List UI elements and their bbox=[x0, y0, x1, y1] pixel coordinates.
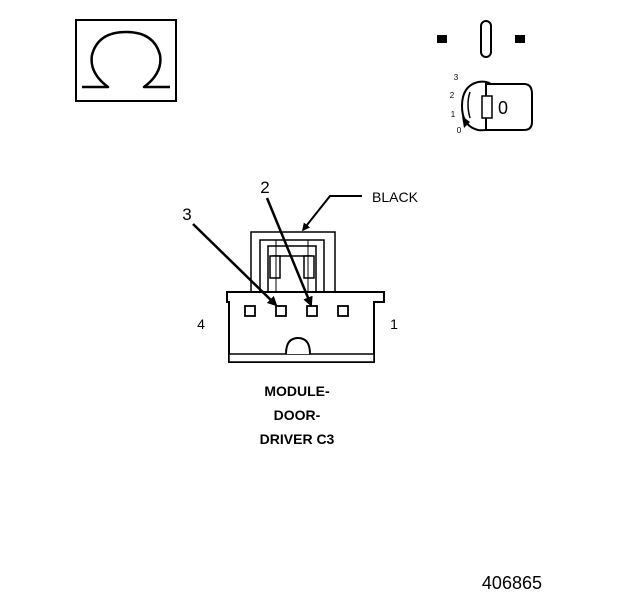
connector-housing bbox=[226, 231, 385, 363]
pin-cavity-2 bbox=[306, 305, 318, 317]
pin-cavity-1 bbox=[337, 305, 349, 317]
pin-end-label-left: 4 bbox=[197, 316, 205, 332]
callout-lines bbox=[192, 195, 362, 307]
pin-2-callout: 2 bbox=[260, 178, 269, 197]
switch-position-0: 0 bbox=[457, 126, 462, 135]
ohmmeter-icon: Ω bbox=[75, 19, 177, 102]
pin-end-label-right: 1 bbox=[390, 316, 398, 332]
pin-3-leader bbox=[192, 223, 278, 307]
connector-caption-line-3: DRIVER C3 bbox=[260, 431, 335, 447]
figure-number: 406865 bbox=[482, 573, 542, 593]
ohm-symbol-text: Ω bbox=[121, 47, 131, 63]
wire-color-label: BLACK bbox=[372, 189, 419, 205]
key-position-label: 0 bbox=[498, 98, 508, 118]
pin-cavity-3 bbox=[275, 305, 287, 317]
black-wire-leader bbox=[302, 195, 362, 232]
switch-position-3: 3 bbox=[454, 73, 459, 82]
switch-position-2: 2 bbox=[450, 91, 455, 100]
pin-cavity-4 bbox=[244, 305, 256, 317]
switch-indicator-icon bbox=[437, 20, 525, 58]
ignition-key-icon: 0 3 2 1 0 bbox=[450, 73, 533, 135]
pin-2-leader bbox=[265, 197, 313, 307]
connector-caption-line-1: MODULE- bbox=[264, 383, 330, 399]
connector-caption-line-2: DOOR- bbox=[274, 407, 321, 423]
pin-3-callout: 3 bbox=[182, 205, 191, 224]
switch-position-1: 1 bbox=[451, 110, 456, 119]
